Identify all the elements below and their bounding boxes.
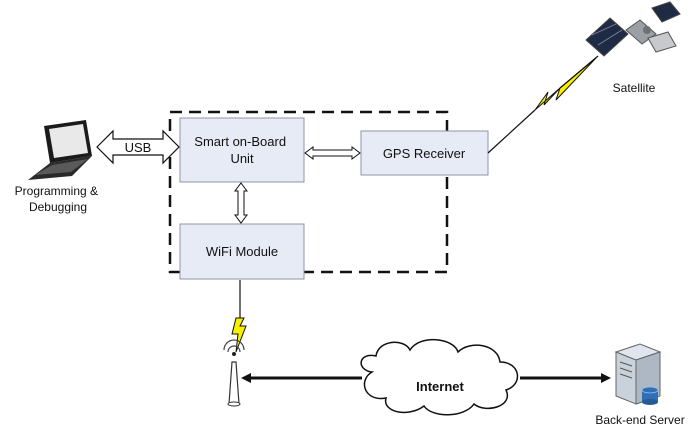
unit-gps-double-arrow (304, 146, 361, 160)
cloud-icon: Internet (360, 338, 519, 416)
server-icon (614, 343, 662, 405)
smart-onboard-unit-block: Smart on-Board Unit (179, 117, 305, 183)
gps-receiver-label: GPS Receiver (383, 146, 466, 161)
server-arrowhead (601, 373, 611, 383)
usb-double-arrow (96, 129, 180, 165)
internet-label: Internet (416, 379, 464, 394)
antenna-arrowhead (241, 373, 251, 383)
gps-to-lightning-line (487, 109, 536, 154)
onboard-system-boundary (168, 110, 449, 274)
satellite-label: Satellite (613, 81, 656, 95)
gps-receiver-block: GPS Receiver (360, 130, 489, 176)
wifi-lightning-bolt (231, 317, 247, 353)
backend-server-label: Back-end Server (595, 413, 684, 427)
wifi-antenna-icon (223, 339, 245, 407)
wifi-module-block: WiFi Module (179, 223, 305, 280)
programming-debugging-label: Programming & Debugging (15, 184, 102, 214)
satellite-icon (585, 1, 681, 57)
lightning-to-satellite-line (559, 55, 599, 89)
smart-unit-label: Smart on-Board Unit (194, 134, 289, 166)
laptop-icon (28, 120, 92, 180)
usb-label: USB (125, 140, 152, 155)
unit-wifi-double-arrow (234, 182, 248, 224)
wifi-module-label: WiFi Module (206, 244, 278, 259)
